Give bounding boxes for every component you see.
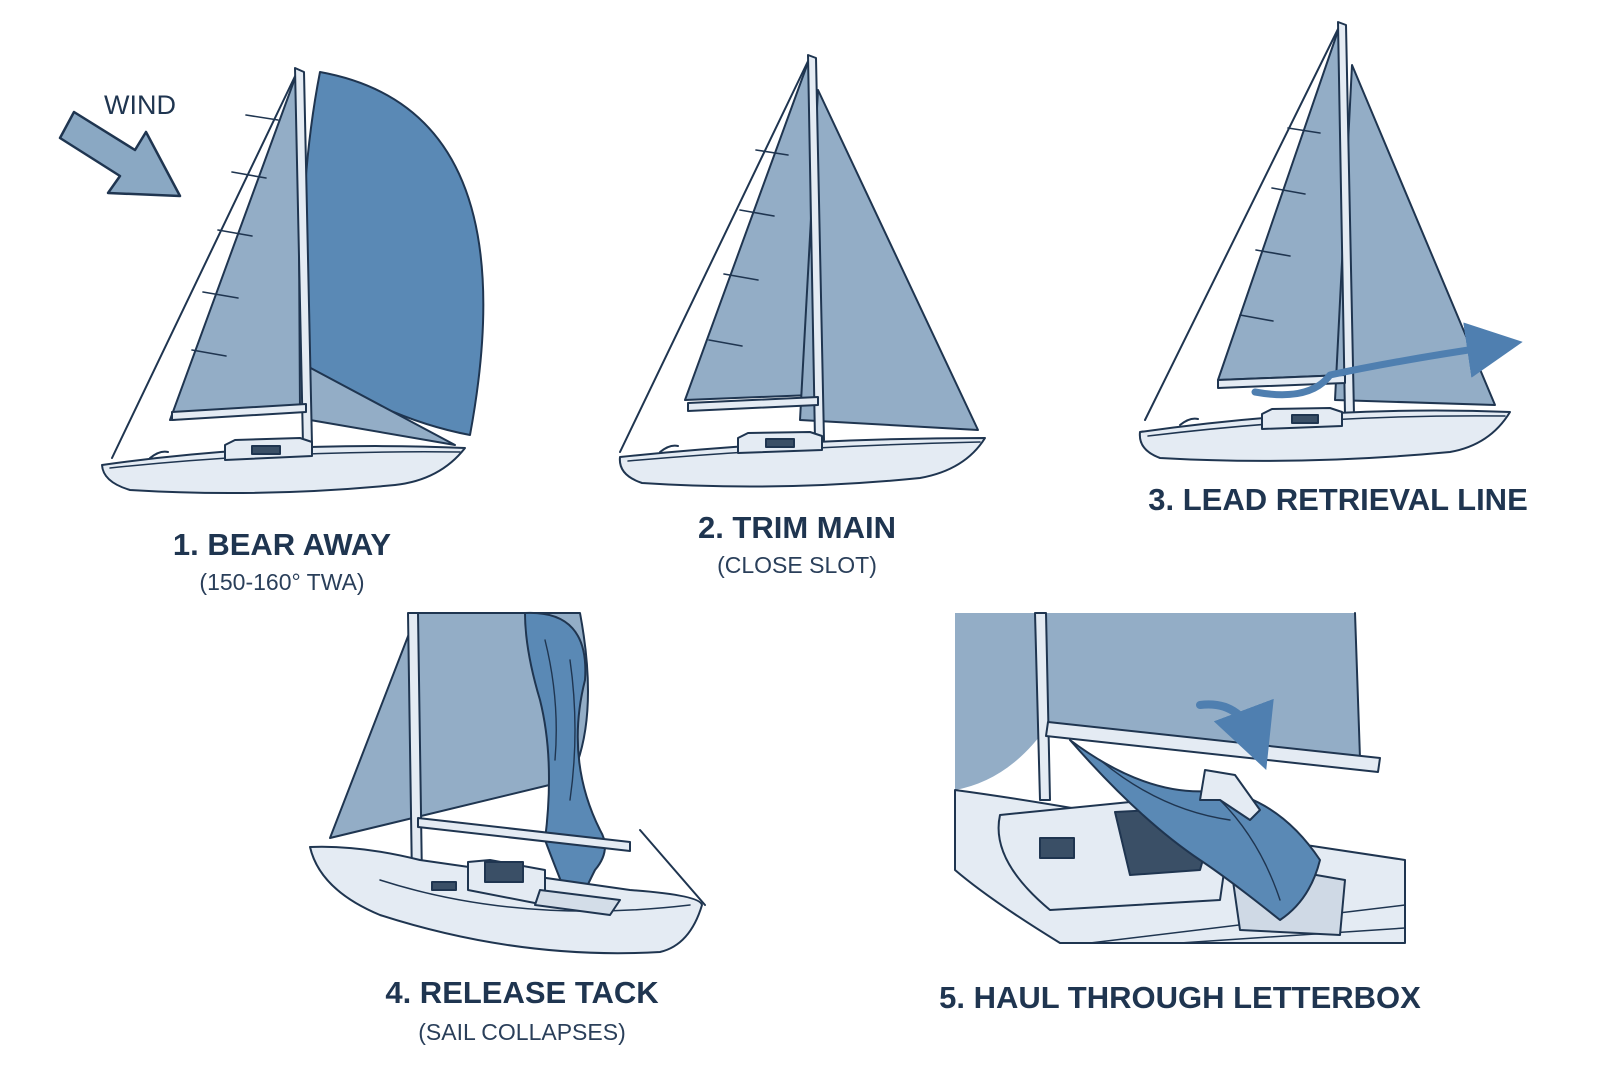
boat-1-boom [171,403,307,421]
boat-2-trim-main [618,54,986,488]
step-5-title: 5. HAUL THROUGH LETTERBOX [939,980,1421,1015]
step-1-title: 1. BEAR AWAY [173,527,392,562]
boat-4-caption: 4. RELEASE TACK (SAIL COLLAPSES) [385,975,659,1045]
boat-1-caption: 1. BEAR AWAY (150-160° TWA) [173,527,392,595]
boat-5-haul-arrow [1196,698,1274,770]
step-1-subtitle: (150-160° TWA) [199,569,364,595]
boat-3-jib [1217,24,1346,381]
step-4-subtitle: (SAIL COLLAPSES) [418,1019,626,1045]
boat-3-boom [1217,374,1346,389]
boat-2-jib [684,56,813,401]
step-2-subtitle: (CLOSE SLOT) [717,552,877,578]
boat-1-jib [169,69,301,421]
boat-2-caption: 2. TRIM MAIN (CLOSE SLOT) [698,510,896,578]
boat-3-main [1334,64,1496,406]
boat-5-spinnaker [1069,739,1321,921]
boat-3-caption: 3. LEAD RETRIEVAL LINE [1148,482,1528,517]
boat-3-retrieval-line-arrow [1251,322,1523,399]
boat-4-cockpit [534,889,621,916]
boat-1-bear-away [101,67,485,495]
boat-5-arms [1199,769,1261,821]
boat-4-release-tack [309,611,706,955]
boat-3-lead-retrieval-line [1138,21,1523,462]
boat-3-forestay [1144,24,1341,421]
boat-4-hull [309,845,703,955]
boat-4-deck [379,879,691,912]
boat-2-forestay [619,56,811,453]
step-4-title: 4. RELEASE TACK [385,975,659,1010]
boat-2-boom [687,396,819,412]
boat-1-forestay [111,69,299,459]
boat-5-haul-through-letterbox [954,612,1406,944]
step-3-title: 3. LEAD RETRIEVAL LINE [1148,482,1528,517]
boat-4-forestay [639,829,706,906]
boat-5-caption: 5. HAUL THROUGH LETTERBOX [939,980,1421,1015]
wind-arrow-icon [58,110,182,198]
boat-4-boom [417,817,631,852]
wind-label: WIND [104,90,176,120]
boat-5-mast [1034,612,1051,801]
boat-2-main [799,89,979,431]
boat-2-mast [807,54,825,441]
step-2-title: 2. TRIM MAIN [698,510,896,545]
